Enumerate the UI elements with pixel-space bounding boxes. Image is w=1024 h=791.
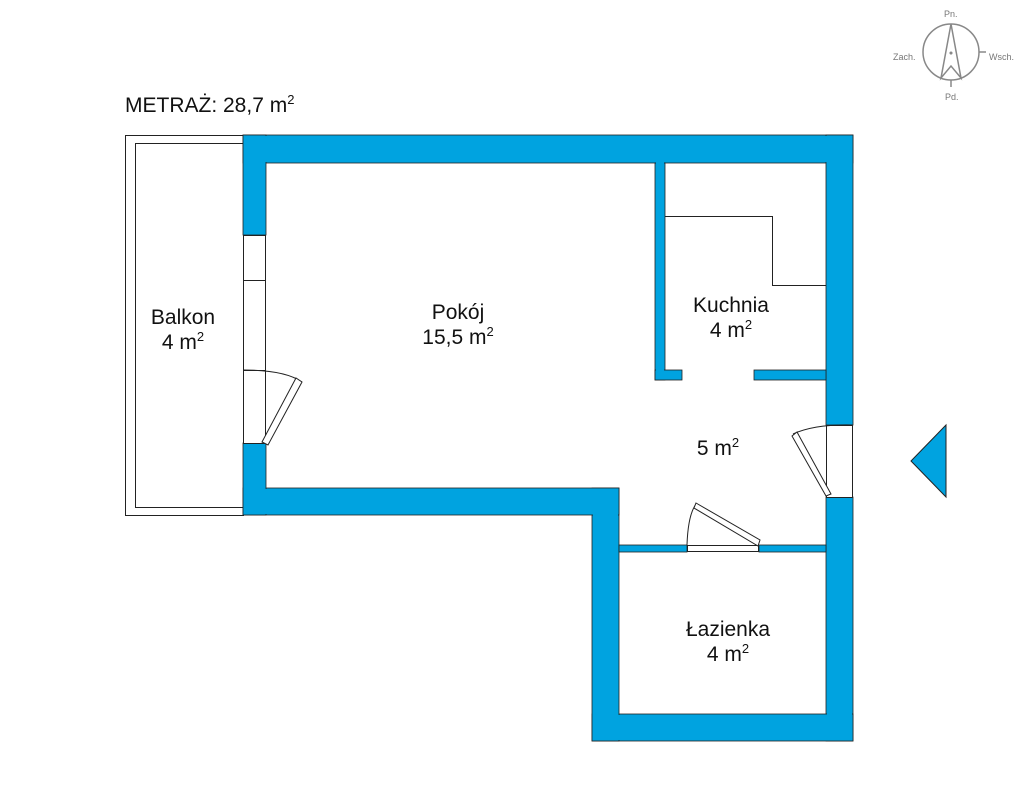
compass-icon xyxy=(922,23,986,87)
compass-north: Pn. xyxy=(944,9,958,19)
kitchen-counter xyxy=(665,216,826,286)
room-area: 4 m2 xyxy=(709,317,753,342)
bathroom-door[interactable] xyxy=(686,502,761,552)
balcony-door[interactable] xyxy=(243,369,303,446)
window xyxy=(243,235,266,371)
total-area-text: METRAŻ: 28,7 m xyxy=(125,94,288,117)
room-area: 4 m2 xyxy=(161,329,205,354)
entrance-door[interactable] xyxy=(791,424,854,498)
entrance-arrow-icon xyxy=(910,423,947,499)
compass-west: Zach. xyxy=(893,52,916,62)
total-area: METRAŻ: 28,7 m2 xyxy=(125,92,295,118)
room-balkon: Balkon 4 m2 xyxy=(151,305,215,355)
total-area-sup: 2 xyxy=(287,92,295,107)
room-area: 4 m2 xyxy=(706,641,750,666)
room-lazienka: Łazienka 4 m2 xyxy=(686,617,770,667)
room-hall: 5 m2 xyxy=(697,436,739,461)
room-kuchnia: Kuchnia 4 m2 xyxy=(693,293,769,343)
compass-east: Wsch. xyxy=(989,52,1015,62)
compass-south: Pd. xyxy=(945,92,959,102)
room-name: Balkon xyxy=(150,306,216,329)
room-pokoj: Pokój 15,5 m2 xyxy=(422,300,493,350)
room-area: 15,5 m2 xyxy=(422,324,494,349)
room-name: Kuchnia xyxy=(693,294,769,317)
room-name: Pokój xyxy=(431,301,485,324)
room-name: Łazienka xyxy=(685,618,771,641)
room-area: 5 m2 xyxy=(696,435,740,460)
